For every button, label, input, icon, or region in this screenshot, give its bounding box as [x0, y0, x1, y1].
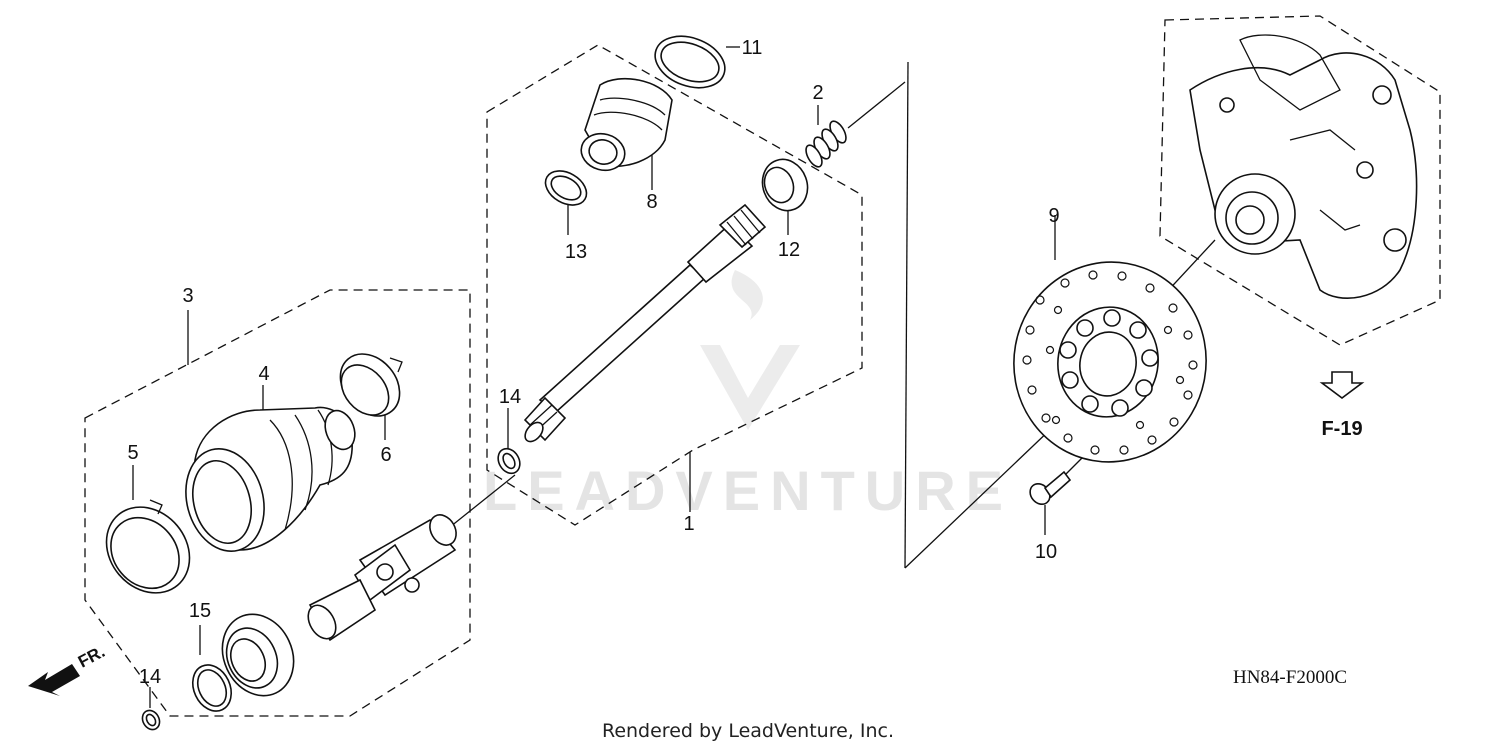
part-13-ring — [544, 170, 588, 206]
callout-11: 11 — [742, 37, 763, 59]
callout-5: 5 — [127, 442, 138, 464]
callout-15: 15 — [189, 600, 211, 622]
drawing-code: HN84-F2000C — [1233, 667, 1347, 688]
watermark-text: LEADVENTURE — [483, 459, 1013, 522]
callout-6: 6 — [380, 444, 391, 466]
part-6-band — [339, 353, 403, 417]
callout-3: 3 — [182, 285, 193, 307]
universal-joint — [307, 514, 457, 642]
callout-12: 12 — [778, 239, 800, 261]
shaft-group-outline — [486, 44, 863, 526]
callout-1: 1 — [683, 513, 694, 535]
direction-label: FR. — [75, 642, 108, 672]
part-14-clip-lower — [141, 709, 161, 731]
part-14-clip-upper — [497, 447, 521, 475]
disc-holes — [1022, 270, 1198, 455]
part-9-brake-disc — [1013, 261, 1207, 463]
credit-text: Rendered by LeadVenture, Inc. — [602, 720, 894, 742]
front-direction-arrow: FR. — [28, 642, 108, 696]
callout-8: 8 — [646, 191, 657, 213]
watermark: LEADVENTURE — [483, 270, 1013, 522]
final-drive-housing — [1189, 34, 1418, 299]
callout-14-upper: 14 — [499, 386, 521, 408]
callout-9: 9 — [1048, 205, 1059, 227]
part-4-cv-boot — [185, 406, 356, 552]
callout-4: 4 — [258, 363, 269, 385]
callout-10: 10 — [1035, 541, 1057, 563]
reference-f19: F-19 — [1321, 418, 1362, 440]
final-drive-outline — [1159, 15, 1441, 346]
part-15-circlip — [191, 664, 233, 712]
callout-14-lower: 14 — [139, 666, 161, 688]
part-10-bolt — [1029, 470, 1072, 506]
callout-numbers: 1 2 3 4 5 6 8 9 10 11 12 13 14 14 15 — [127, 37, 1059, 688]
part-8-boot — [580, 77, 673, 172]
lower-seal — [221, 613, 295, 697]
joint-group-outline — [84, 289, 471, 717]
part-1-drive-shaft — [523, 203, 767, 443]
part-2-spring — [805, 120, 847, 168]
part-12-seal — [761, 158, 809, 212]
part-5-band — [105, 499, 191, 594]
disc-bolt-circle — [1059, 309, 1159, 417]
part-11-o-ring — [654, 35, 726, 89]
callout-13: 13 — [565, 241, 587, 263]
f19-arrow — [1319, 371, 1365, 399]
callout-2: 2 — [812, 82, 823, 104]
